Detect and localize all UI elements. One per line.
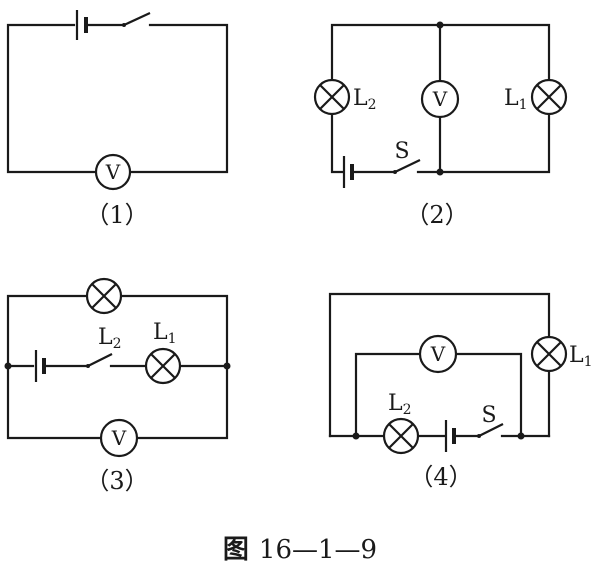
circuit-2: L2 V L1 S （2） xyxy=(313,21,568,229)
lamp-l2-label: L2 xyxy=(98,325,122,352)
circuit-4-wires xyxy=(328,292,551,438)
switch-icon xyxy=(122,12,151,27)
switch-s-label: S xyxy=(394,139,409,164)
battery-icon xyxy=(444,420,456,452)
lamp-l1-label: L1 xyxy=(569,343,593,370)
voltmeter-label: V xyxy=(111,426,127,450)
junction-dot xyxy=(4,362,12,370)
voltmeter-label: V xyxy=(432,87,448,111)
junction-dot xyxy=(436,168,444,176)
lamp-l1-icon xyxy=(530,78,568,116)
lamp-l2-icon xyxy=(313,78,351,116)
circuit-1-caption: （1） xyxy=(85,201,148,229)
voltmeter-icon: V xyxy=(418,334,458,374)
voltmeter-icon: V xyxy=(99,418,139,458)
voltmeter-icon: V xyxy=(94,153,132,191)
circuit-2-caption: （2） xyxy=(405,201,468,229)
lamp-l1-icon xyxy=(530,335,568,373)
switch-icon xyxy=(86,353,113,368)
lamp-l1-icon xyxy=(144,347,182,385)
battery-icon xyxy=(34,350,46,382)
circuit-3-caption: （3） xyxy=(85,467,148,495)
junction-dot xyxy=(436,21,444,29)
circuit-1: V （1） xyxy=(6,10,229,229)
lamp-top-icon xyxy=(85,277,123,315)
switch-s-label: S xyxy=(481,403,496,428)
lamp-l1-label: L1 xyxy=(504,86,528,113)
lamp-l2-label: L2 xyxy=(353,86,377,113)
circuit-4: L1 V L2 S （4） xyxy=(328,292,593,491)
switch-icon xyxy=(393,159,421,174)
circuit-3: L2 L1 V （3） xyxy=(4,277,231,495)
circuit-1-wires xyxy=(6,23,229,174)
battery-icon xyxy=(342,156,354,188)
voltmeter-label: V xyxy=(430,342,446,366)
switch-icon xyxy=(477,423,504,438)
voltmeter-icon: V xyxy=(420,79,460,119)
voltmeter-label: V xyxy=(105,160,121,184)
lamp-l2-label: L2 xyxy=(388,391,412,418)
circuit-4-caption: （4） xyxy=(409,463,472,491)
circuit-2-wires xyxy=(330,23,551,174)
junction-dot xyxy=(223,362,231,370)
circuit-3-wires xyxy=(6,294,229,440)
battery-icon xyxy=(75,10,88,40)
junction-dot xyxy=(352,432,360,440)
junction-dot xyxy=(517,432,525,440)
lamp-l2-icon xyxy=(382,417,420,455)
lamp-l1-label: L1 xyxy=(153,320,177,347)
